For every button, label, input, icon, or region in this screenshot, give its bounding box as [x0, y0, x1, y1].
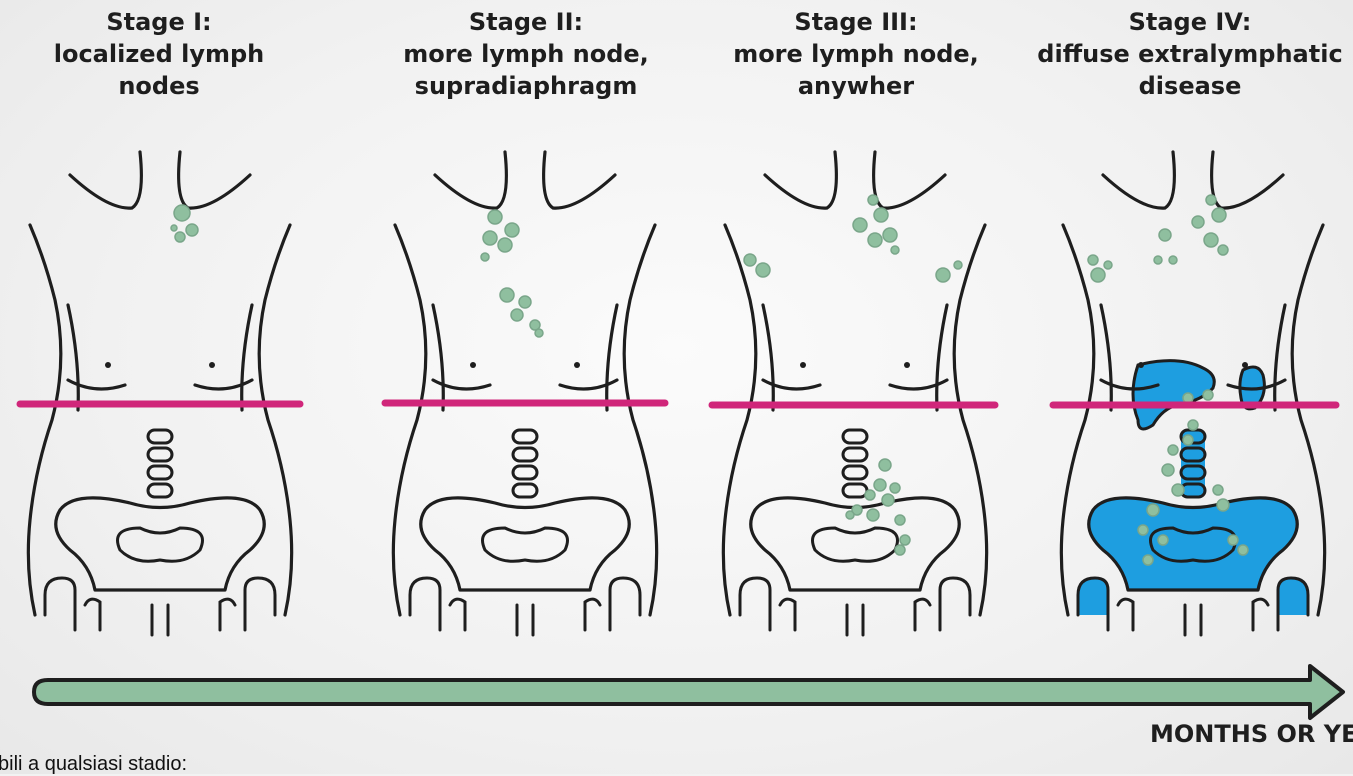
- lymph-node-cluster: [171, 205, 198, 242]
- timeline-arrow: [34, 666, 1343, 718]
- stage-2-torso: [385, 152, 665, 635]
- footer-note: bili a qualsiasi stadio:: [0, 753, 187, 776]
- timeline-label: MONTHS OR YEARS: [1150, 720, 1353, 748]
- stage-3-torso: [712, 152, 995, 635]
- stage-1-torso: [20, 152, 300, 635]
- liver-organ: [1133, 361, 1214, 429]
- stage-4-torso: [1053, 152, 1336, 635]
- pelvis-bone: [1078, 430, 1308, 615]
- lymph-node-cluster: [481, 210, 543, 337]
- lymph-node-cluster: [744, 195, 962, 555]
